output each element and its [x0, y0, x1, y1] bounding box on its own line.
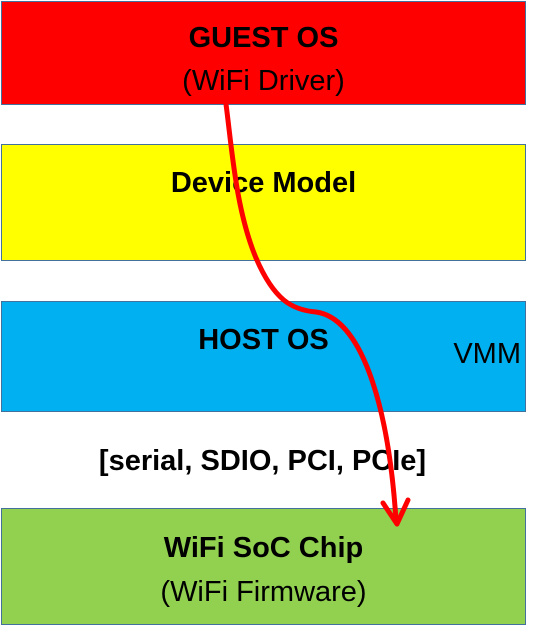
wifi-driver-label: (WiFi Driver)	[182, 65, 345, 97]
wifi-firmware-label: (WiFi Firmware)	[160, 576, 367, 608]
wifi-soc-chip-layer: WiFi SoC Chip (WiFi Firmware)	[1, 508, 526, 625]
host-os-layer: HOST OS VMM	[1, 301, 526, 412]
vmm-label: VMM	[453, 338, 521, 370]
guest-os-layer: GUEST OS (WiFi Driver)	[1, 1, 526, 105]
host-os-title: HOST OS	[198, 324, 329, 356]
device-model-layer: Device Model	[1, 144, 526, 261]
device-model-title: Device Model	[170, 167, 357, 199]
bus-interfaces-label: [serial, SDIO, PCI, PCIe]	[98, 445, 427, 477]
guest-os-title: GUEST OS	[188, 22, 339, 54]
wifi-soc-chip-title: WiFi SoC Chip	[163, 532, 364, 564]
